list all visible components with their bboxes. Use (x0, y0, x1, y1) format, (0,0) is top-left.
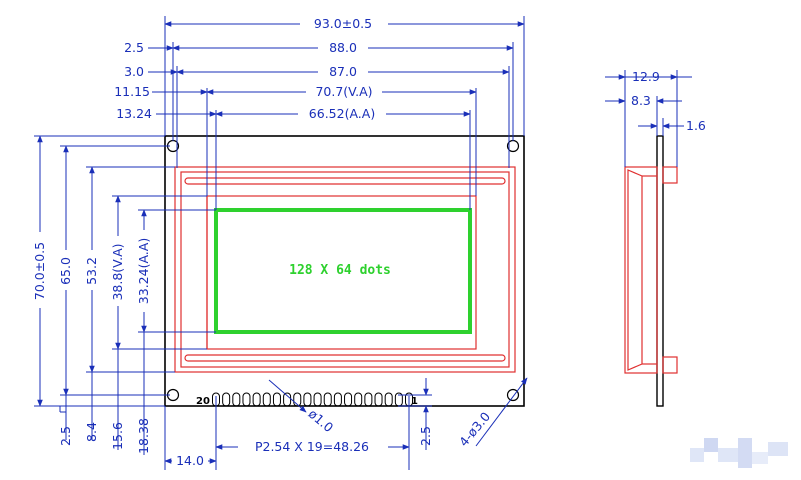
pin-hole (364, 392, 373, 407)
pin-hole (242, 392, 251, 407)
dim-hole-pitch-height: 65.0 (58, 257, 73, 285)
side-pin-bottom (662, 356, 678, 374)
dim-bottom-2-5: 2.5 (58, 426, 73, 446)
dim-pin-hole-dia: ø1.0 (306, 406, 337, 435)
pin-label-first: 20 (196, 396, 210, 407)
pin-hole (272, 392, 281, 407)
side-lcd-module (624, 166, 658, 374)
side-pin-top (662, 166, 678, 184)
pin-hole (323, 392, 332, 407)
dim-offset-3-0: 3.0 (124, 64, 144, 79)
pin-hole (344, 392, 353, 407)
dim-mount-holes: 4-ø3.0 (456, 409, 493, 449)
dim-active-area-width: 66.52(A.A) (309, 106, 375, 121)
dim-active-area-height: 33.24(A.A) (136, 238, 151, 304)
pin-hole (293, 392, 302, 407)
pin-label-last: 1 (411, 396, 418, 407)
dim-hole-pitch-width: 88.0 (329, 40, 357, 55)
dim-module-depth: 8.3 (631, 93, 651, 108)
side-view: 12.9 8.3 1.6 (605, 69, 706, 407)
bezel (174, 166, 516, 373)
active-area (214, 208, 472, 334)
pin-hole (384, 392, 393, 407)
left-dimensions: 70.0±0.5 65.0 53.2 38.8(V.A) 33.24(A.A) (31, 135, 216, 407)
pin-hole (313, 392, 322, 407)
dim-bottom-15-6: 15.6 (110, 422, 125, 450)
pin-hole (303, 392, 312, 407)
dim-viewing-area-width: 70.7(V.A) (315, 84, 372, 99)
pin-hole (333, 392, 342, 407)
dim-offset-13-24: 13.24 (116, 106, 152, 121)
dim-offset-11-15: 11.15 (114, 84, 150, 99)
pin-header (212, 392, 413, 407)
pin-hole (262, 392, 271, 407)
dim-pcb-thickness: 1.6 (686, 118, 706, 133)
dim-overall-height: 70.0±0.5 (32, 242, 47, 300)
top-dimensions: 93.0±0.5 88.0 2.5 87.0 3.0 70.7(V.A) 11.… (114, 16, 525, 210)
dim-pin-pitch: P2.54 X 19=48.26 (255, 439, 369, 454)
pin-hole (354, 392, 363, 407)
dim-bottom-18-38: 18.38 (136, 418, 151, 454)
dim-overall-width: 93.0±0.5 (314, 16, 372, 31)
dim-bezel-height: 53.2 (84, 257, 99, 285)
bottom-dimensions: 2.5 8.4 15.6 18.38 14.0 P2.54 X 19=48.26… (58, 332, 528, 470)
pin-hole (374, 392, 383, 407)
dim-pin-row-height: 2.5 (418, 426, 433, 446)
pin-hole (283, 392, 292, 407)
side-pcb (656, 135, 664, 407)
dim-pcb-inner-width: 87.0 (329, 64, 357, 79)
watermark (690, 438, 800, 478)
dim-total-depth: 12.9 (632, 69, 660, 84)
dim-viewing-area-height: 38.8(V.A) (110, 243, 125, 300)
dim-bottom-8-4: 8.4 (84, 422, 99, 442)
pin-hole (232, 392, 241, 407)
dim-offset-2-5: 2.5 (124, 40, 144, 55)
display-label: 128 X 64 dots (289, 263, 391, 278)
pin-hole (252, 392, 261, 407)
pin-hole (222, 392, 231, 407)
front-view: 128 X 64 dots 20 1 93.0±0.5 88.0 (31, 16, 528, 470)
dim-pin-offset: 14.0 (176, 453, 204, 468)
mount-hole-bottom-right (506, 388, 520, 402)
